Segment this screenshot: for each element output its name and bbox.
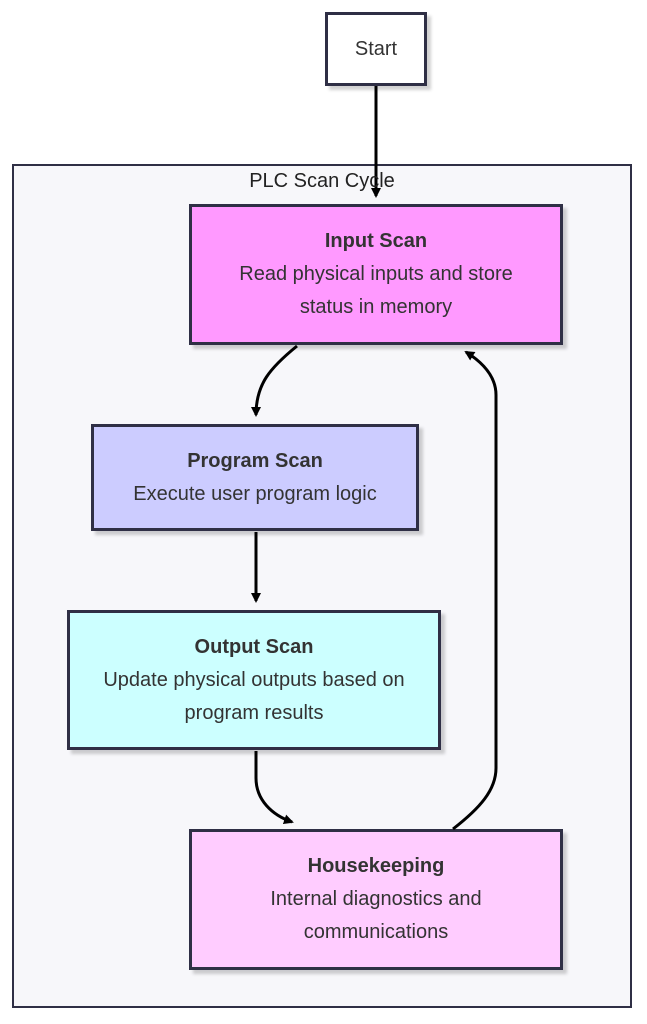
program-scan-title: Program Scan <box>187 449 323 472</box>
output-scan-title: Output Scan <box>194 635 314 658</box>
input-scan-title: Input Scan <box>324 230 428 252</box>
input-scan-description: Read physical inputs and store status in… <box>239 263 513 318</box>
housekeeping-description: Internal diagnostics and communications <box>270 888 482 943</box>
cluster-title: PLC Scan Cycle <box>249 170 395 192</box>
input-scan-node[interactable]: Input Scan Read physical inputs and stor… <box>189 204 563 345</box>
output-scan-node[interactable]: Output Scan Update physical outputs base… <box>67 610 441 750</box>
start-node[interactable]: Start <box>325 12 427 86</box>
housekeeping-title: Housekeeping <box>307 855 445 877</box>
program-scan-node[interactable]: Program Scan Execute user program logic <box>91 424 419 531</box>
start-label: Start <box>354 37 398 60</box>
output-scan-description: Update physical outputs based on program… <box>103 668 405 724</box>
housekeeping-node[interactable]: Housekeeping Internal diagnostics and co… <box>189 829 563 970</box>
program-scan-description: Execute user program logic <box>133 482 377 505</box>
